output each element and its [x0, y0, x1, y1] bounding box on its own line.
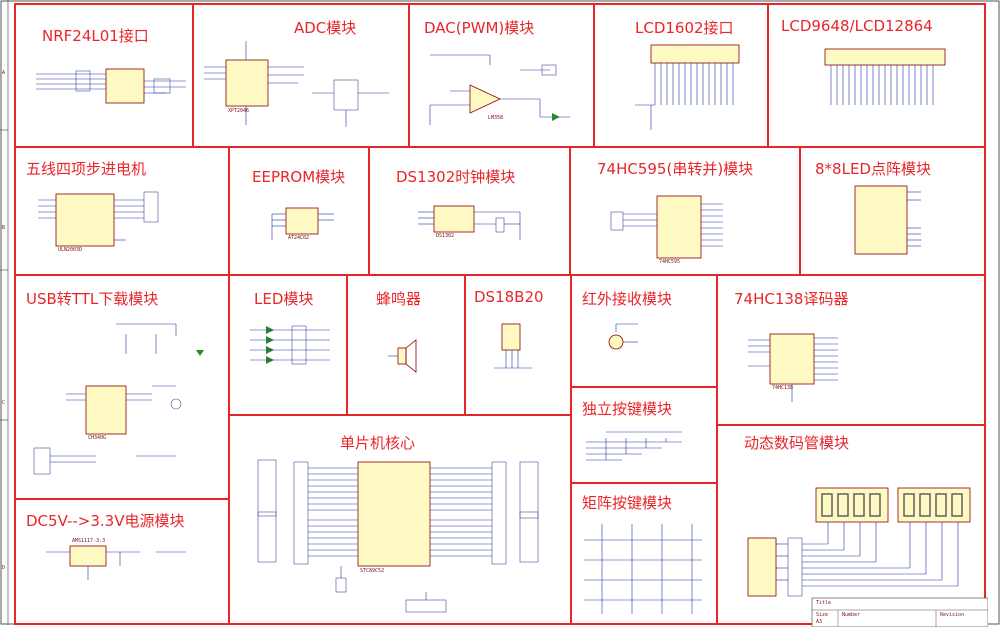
- module-eeprom: EEPROM模块 AT24C02: [228, 146, 370, 276]
- module-stepper: 五线四项步进电机 ULN2003D: [14, 146, 230, 276]
- power-chip-label: AMS1117-3.3: [72, 538, 106, 544]
- title-block-size: Size: [816, 612, 829, 618]
- adc-schematic: [204, 41, 389, 127]
- module-ds18b20: DS18B20: [464, 274, 572, 416]
- power-schematic: [46, 545, 186, 580]
- module-title-eeprom: EEPROM模块: [252, 168, 346, 186]
- lcd1602-schematic: [635, 44, 740, 130]
- module-ledmatrix: 8*8LED点阵模块: [799, 146, 986, 276]
- module-74hc595: 74HC595(串转并)模块 74HC595: [569, 146, 801, 276]
- mcu-chip-label: STC89C52: [360, 568, 385, 574]
- module-lcd1602: LCD1602接口: [593, 3, 769, 148]
- row-letter-b: B: [2, 225, 6, 231]
- eeprom-schematic: [271, 207, 334, 240]
- module-nrf24l01: NRF24L01接口: [14, 3, 194, 148]
- module-adc: ADC模块 XPT2046: [192, 3, 410, 148]
- lcd9648-schematic: [824, 48, 946, 105]
- hc595-chip-label: 74HC595: [659, 259, 681, 265]
- module-title-hc595: 74HC595(串转并)模块: [597, 160, 754, 178]
- module-title-dac: DAC(PWM)模块: [424, 19, 535, 37]
- nrf-schematic: [36, 68, 186, 104]
- module-matrixkey: 矩阵按键模块: [570, 482, 718, 625]
- ds1302-chip-label: DS1302: [436, 233, 455, 239]
- mcu-schematic: [257, 459, 539, 613]
- module-title-power: DC5V-->3.3V电源模块: [26, 512, 185, 530]
- module-title-stepper: 五线四项步进电机: [26, 160, 147, 178]
- segment-schematic: [747, 487, 988, 627]
- module-title-ir: 红外接收模块: [582, 290, 673, 308]
- adc-chip-label: XPT2046: [228, 108, 250, 114]
- stepper-chip-label: ULN2003D: [58, 247, 83, 253]
- module-lcd9648: LCD9648/LCD12864: [767, 3, 986, 148]
- ir-schematic: [608, 323, 638, 350]
- dac-opamp-label: LM358: [488, 115, 504, 121]
- module-title-adc: ADC模块: [294, 19, 357, 37]
- title-block-size-value: A3: [816, 619, 823, 625]
- title-block-number: Number: [842, 612, 861, 618]
- stepper-schematic: [38, 191, 159, 247]
- ledmatrix-schematic: [854, 185, 921, 255]
- led-schematic: [250, 325, 330, 365]
- module-segment: 动态数码管模块: [716, 424, 988, 627]
- module-ir: 红外接收模块: [570, 274, 718, 388]
- module-title-mcu: 单片机核心: [340, 434, 416, 452]
- matrixkey-schematic: [584, 524, 702, 614]
- eeprom-chip-label: AT24C02: [288, 235, 310, 241]
- module-buzzer: 蜂鸣器: [346, 274, 466, 416]
- module-title-lcd1602: LCD1602接口: [635, 19, 734, 37]
- module-mcu: 单片机核心: [228, 414, 572, 625]
- module-title-segment: 动态数码管模块: [744, 434, 850, 452]
- module-title-lcd9648: LCD9648/LCD12864: [781, 17, 933, 35]
- module-dac: DAC(PWM)模块 LM358: [408, 3, 595, 148]
- usb-chip-label: CH340G: [88, 435, 107, 441]
- module-power: DC5V-->3.3V电源模块 AMS1117-3.3: [14, 498, 230, 625]
- module-74hc138: 74HC138译码器 74HC138: [716, 274, 986, 426]
- hc138-chip-label: 74HC138: [772, 385, 794, 391]
- module-title-ds1302: DS1302时钟模块: [396, 168, 516, 186]
- row-letter-d: D: [2, 565, 6, 571]
- module-title-buzzer: 蜂鸣器: [376, 290, 422, 308]
- buzzer-schematic: [388, 339, 417, 373]
- title-block-revision: Revision: [940, 612, 965, 618]
- hc138-schematic: [748, 333, 838, 402]
- module-title-usb: USB转TTL下载模块: [26, 290, 159, 308]
- module-title-led: LED模块: [254, 290, 314, 308]
- module-title-matrixkey: 矩阵按键模块: [582, 494, 673, 512]
- dac-schematic: [429, 54, 570, 125]
- ds1302-schematic: [418, 205, 521, 240]
- module-title-hc138: 74HC138译码器: [734, 290, 849, 308]
- ds18b20-schematic: [494, 323, 532, 369]
- module-usb-ttl: USB转TTL下载模块 CH340G: [14, 274, 230, 500]
- module-title-ds18b20: DS18B20: [474, 288, 544, 306]
- keys-schematic: [586, 431, 682, 461]
- module-keys: 独立按键模块: [570, 386, 718, 484]
- title-block-title: Title: [816, 600, 832, 606]
- module-title-ledmatrix: 8*8LED点阵模块: [815, 160, 931, 178]
- row-letter-a: A: [2, 70, 6, 76]
- module-led: LED模块: [228, 274, 348, 416]
- module-title-nrf: NRF24L01接口: [42, 27, 149, 45]
- module-ds1302: DS1302时钟模块 DS1302: [368, 146, 571, 276]
- hc595-schematic: [610, 195, 723, 259]
- usb-schematic: [33, 323, 204, 475]
- module-title-keys: 独立按键模块: [582, 400, 673, 418]
- row-letter-c: C: [2, 400, 6, 406]
